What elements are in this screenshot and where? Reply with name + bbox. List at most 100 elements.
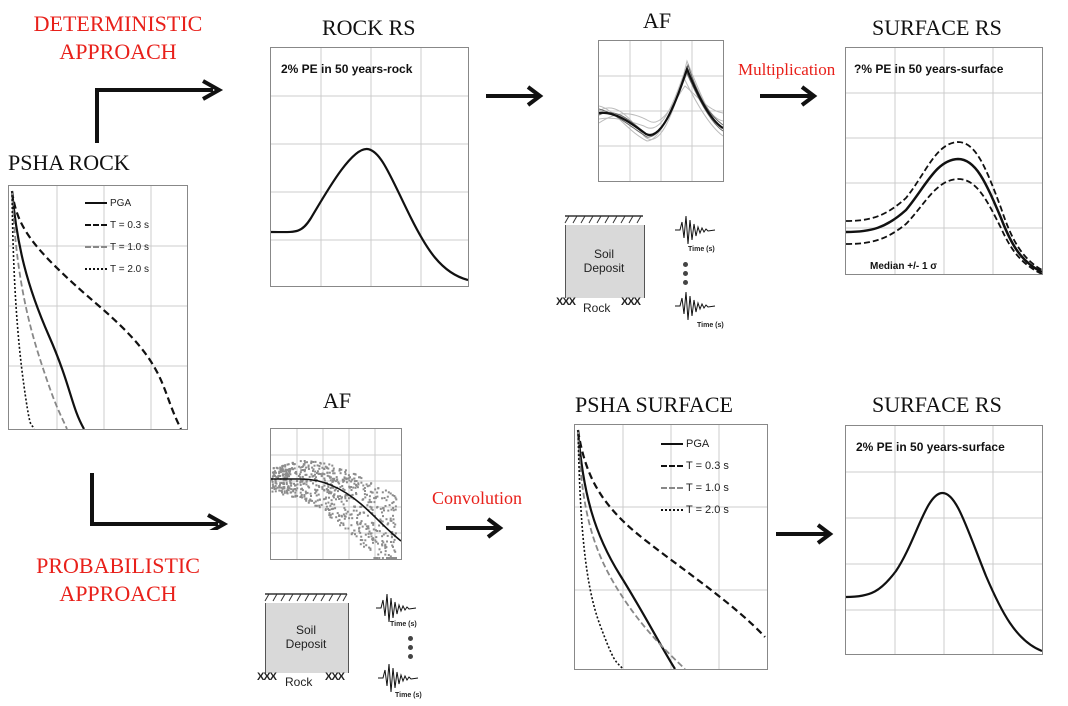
scatter-point [354,480,356,483]
scatter-point [356,521,358,524]
scatter-point [279,471,282,474]
scatter-point [342,479,345,481]
scatter-point [313,464,316,467]
scatter-point [384,553,387,556]
scatter-point [372,523,375,526]
scatter-point [393,538,396,541]
scatter-point [281,491,283,494]
scatter-point [378,557,381,559]
scatter-point [337,490,339,493]
scatter-point [286,492,289,495]
scatter-point [274,484,277,487]
rock-rs-title: ROCK RS [322,15,416,40]
scatter-point [353,505,356,508]
scatter-point [369,500,372,503]
scatter-point [359,539,362,541]
scatter-point [372,537,375,540]
scatter-point [333,477,336,480]
scatter-point [394,505,397,508]
scatter-point [330,508,333,511]
scatter-point [373,497,376,500]
scatter-point [314,504,317,507]
scatter-point [359,543,362,546]
scatter-point [359,531,362,534]
scatter-point [338,468,341,471]
scatter-point [290,488,293,491]
scatter-point [363,493,366,496]
scatter-point [392,507,395,509]
scatter-point [359,511,362,514]
scatter-point [362,498,365,501]
scatter-point [358,530,361,533]
scatter-point [352,472,355,475]
af-scatter-points [271,460,398,559]
scatter-point [285,477,288,480]
scatter-point [284,464,287,467]
scatter-point [347,527,350,530]
scatter-point [359,521,362,524]
scatter-point [299,471,302,474]
scatter-point [376,530,379,532]
scatter-point [351,493,354,496]
soil-top-hatch [564,215,643,224]
scatter-point [355,493,358,496]
scatter-point [394,508,397,511]
scatter-point [314,492,317,495]
scatter-point [394,550,397,553]
scatter-point [355,484,358,487]
scatter-point [368,495,371,498]
scatter-point [288,470,291,473]
legend-t10: T = 1.0 s [85,236,149,258]
scatter-point [292,490,295,493]
scatter-point [294,484,297,487]
scatter-point [386,495,389,498]
scatter-point [381,507,384,510]
scatter-point [367,532,370,535]
scatter-point [343,517,346,520]
af-bottom-fit [271,478,401,542]
scatter-point [279,468,282,471]
scatter-point [312,468,315,471]
scatter-point [375,536,378,539]
scatter-point [328,509,331,511]
scatter-point [381,540,384,542]
scatter-point [348,485,351,488]
scatter-point [286,473,288,475]
scatter-point [386,523,389,526]
surface-t03-curve [576,429,766,638]
scatter-point [280,490,283,492]
scatter-point [332,472,335,475]
surface-rs-top-title: SURFACE RS [872,15,1002,40]
scatter-point [287,489,290,492]
surface-rs-top-panel: ?% PE in 50 years-surface Median +/- 1 σ [845,47,1043,275]
scatter-point [330,499,333,502]
surface-t20-curve [577,429,624,669]
scatter-point [354,473,357,476]
scatter-point [343,479,346,482]
scatter-point [274,480,277,483]
scatter-point [307,501,310,504]
scatter-point [341,485,344,487]
scatter-point [362,488,365,491]
scatter-point [342,503,345,506]
scatter-point [285,483,288,486]
scatter-point [364,523,367,526]
scatter-point [357,483,360,486]
scatter-point [382,541,385,544]
scatter-point [391,544,394,547]
scatter-point [308,486,311,489]
scatter-point [364,539,367,542]
scatter-point [288,487,291,490]
scatter-point [309,479,312,482]
scatter-point [340,497,343,500]
scatter-point [377,553,380,556]
scatter-point [373,557,376,559]
soil-rock-top: Rock [583,301,611,315]
scatter-point [392,541,395,544]
scatter-point [336,512,339,515]
scatter-point [392,545,394,548]
scatter-point [290,479,293,482]
scatter-point [381,544,384,547]
